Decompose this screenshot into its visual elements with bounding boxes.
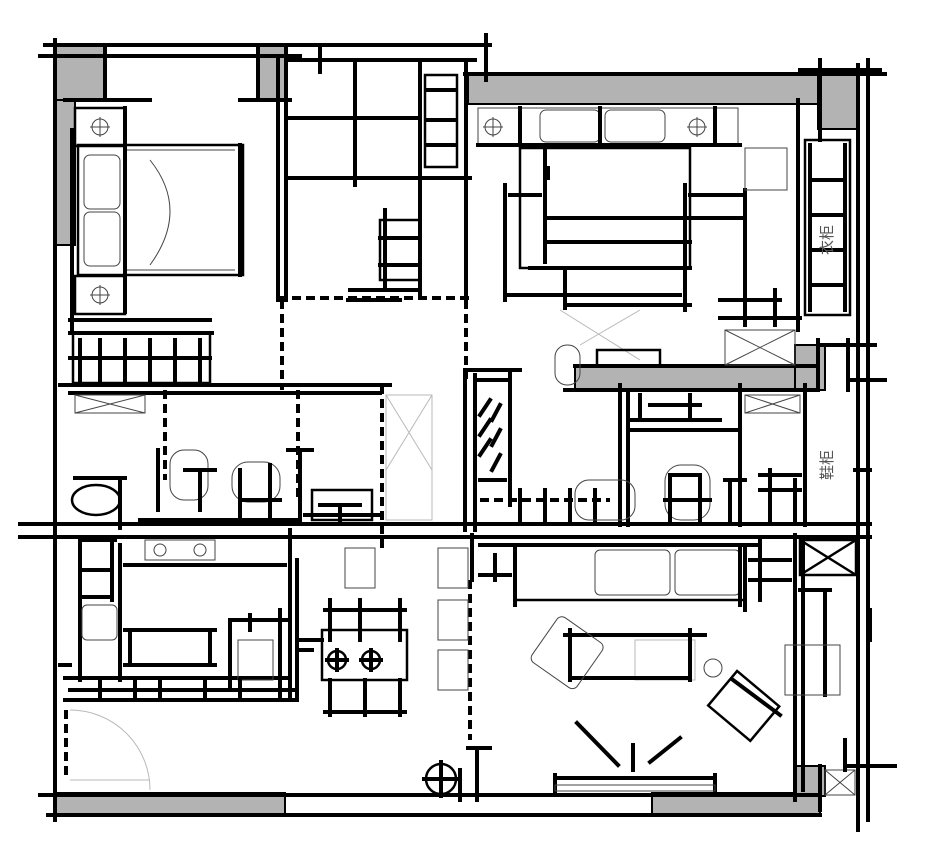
- wardrobe-label: 衣柜: [818, 225, 836, 255]
- kitchen: [78, 538, 292, 702]
- construction-lines: [38, 43, 887, 797]
- toilet: [169, 449, 209, 501]
- kitchen-sink: [81, 604, 118, 641]
- wardrobe-right: [803, 138, 852, 317]
- entry-marker: [422, 760, 462, 802]
- interior-walls: [58, 43, 822, 812]
- outer-walls: [18, 33, 897, 832]
- wardrobe-label-group: 衣柜: [818, 225, 836, 255]
- study-chair: [378, 218, 422, 282]
- walk-in-closet: [473, 368, 636, 522]
- bedroom-left: [68, 106, 245, 385]
- bathtub: [70, 483, 122, 517]
- bedroom-right: [476, 98, 877, 392]
- bathroom-middle: [286, 448, 382, 522]
- armchair: [706, 669, 781, 743]
- shoe-cabinet-label: 鞋柜: [818, 450, 836, 480]
- bathroom-right: [628, 393, 802, 522]
- living-room: [478, 538, 858, 797]
- door-swings: [69, 309, 696, 791]
- bathroom-left: [70, 394, 302, 530]
- study-room: [286, 58, 472, 302]
- shoe-cabinet-label-group: 鞋柜: [818, 450, 836, 480]
- sofa: [513, 543, 747, 602]
- double-bed: [76, 143, 245, 277]
- shower-toilet: [664, 464, 711, 521]
- storage-box: [798, 538, 858, 577]
- dining-area: [296, 547, 469, 717]
